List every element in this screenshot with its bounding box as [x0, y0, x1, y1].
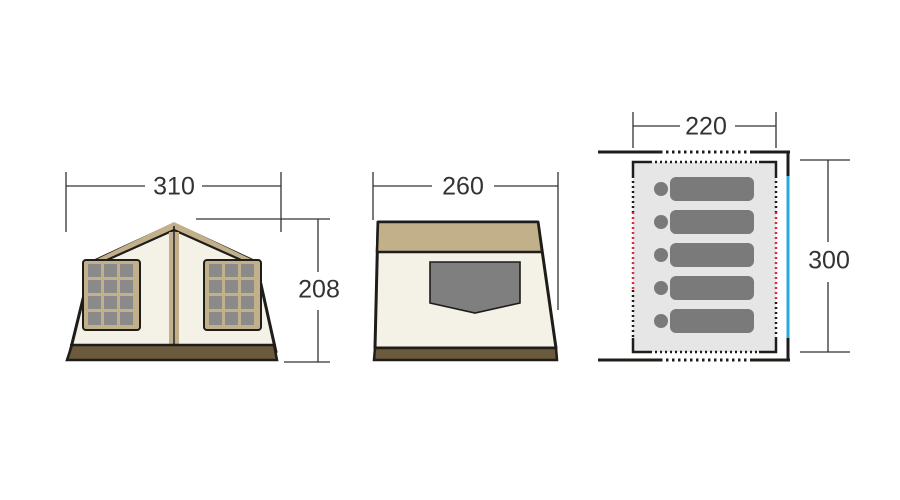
side-base [372, 346, 559, 362]
front-width-dimension [65, 172, 282, 232]
window-pane [88, 312, 101, 325]
window-pane [209, 264, 222, 277]
sleeping-bag [670, 243, 754, 267]
window-pane [241, 264, 254, 277]
window-pane [241, 296, 254, 309]
window-pane [225, 264, 238, 277]
front-left-window [82, 259, 141, 331]
side-roof-band [375, 220, 544, 254]
sleeping-bag [670, 309, 754, 333]
window-pane [88, 280, 101, 293]
window-pane [225, 312, 238, 325]
front-base [65, 343, 279, 362]
window-pane [104, 296, 117, 309]
window-pane [209, 296, 222, 309]
front-height-label: 208 [298, 276, 340, 304]
window-pane [120, 280, 133, 293]
front-view: 310 208 [65, 172, 340, 363]
window-pane [120, 312, 133, 325]
floor-length-label: 300 [808, 247, 850, 275]
floor-plan-view: 220 300 [598, 112, 850, 362]
sleeper-head [654, 281, 668, 295]
window-pane [241, 280, 254, 293]
window-pane [104, 264, 117, 277]
front-right-window [203, 259, 262, 331]
window-pane [209, 312, 222, 325]
window-pane [88, 296, 101, 309]
front-tent-drawing [65, 222, 279, 362]
window-pane [104, 280, 117, 293]
sleeper-head [654, 182, 668, 196]
sleeping-bag [670, 177, 754, 201]
floor-plan-drawing [598, 150, 790, 362]
sleeping-bag [670, 210, 754, 234]
front-width-label: 310 [153, 173, 195, 201]
side-tent-drawing [372, 220, 559, 362]
window-pane [225, 296, 238, 309]
sleeping-bags [654, 177, 754, 333]
front-height-dimension [196, 218, 330, 363]
sleeping-bag [670, 276, 754, 300]
side-mesh-window [429, 261, 521, 314]
side-width-dimension [372, 172, 559, 310]
floor-width-dimension [632, 112, 777, 148]
window-pane [225, 280, 238, 293]
window-pane [209, 280, 222, 293]
side-view: 260 [372, 172, 559, 362]
floor-width-label: 220 [685, 113, 727, 141]
window-pane [88, 264, 101, 277]
sleeper-head [654, 248, 668, 262]
window-pane [120, 296, 133, 309]
window-pane [104, 312, 117, 325]
window-pane [241, 312, 254, 325]
window-pane [120, 264, 133, 277]
side-width-label: 260 [442, 173, 484, 201]
sleeper-head [654, 314, 668, 328]
sleeper-head [654, 215, 668, 229]
floor-length-dimension [800, 159, 850, 353]
